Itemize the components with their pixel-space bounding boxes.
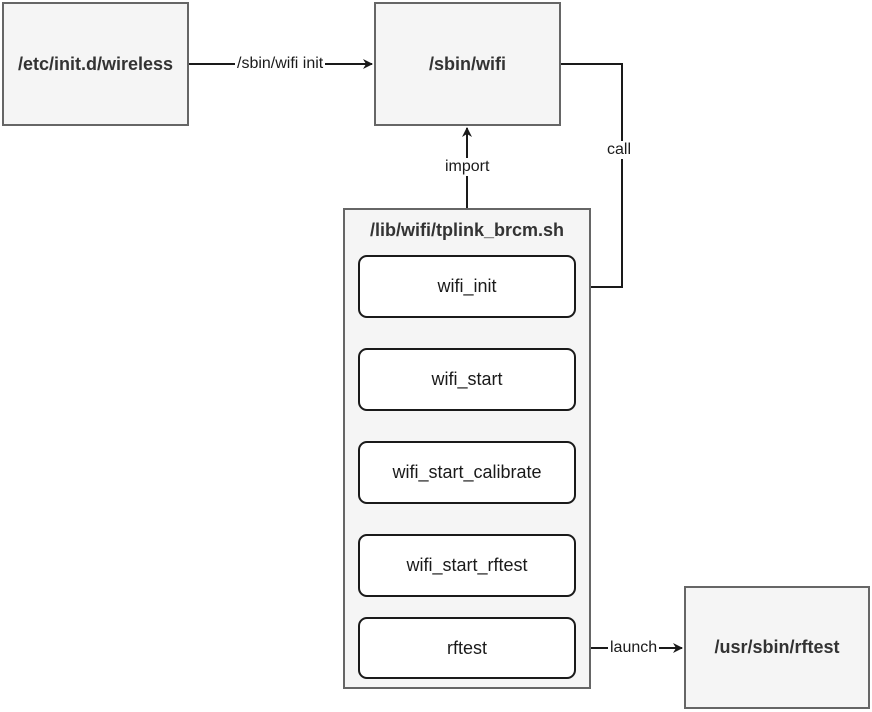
- container-title: /lib/wifi/tplink_brcm.sh: [369, 220, 565, 240]
- node-wifi-start-rftest-label: wifi_start_rftest: [406, 555, 528, 575]
- node-sbin-wifi-label: /sbin/wifi: [428, 53, 506, 74]
- node-wifi-start-label: wifi_start: [431, 369, 503, 389]
- node-wifi-init-label: wifi_init: [437, 276, 497, 296]
- node-wifi-start: wifi_start: [358, 348, 576, 411]
- node-sbin-wifi: /sbin/wifi: [374, 2, 561, 126]
- node-rftest-label: rftest: [446, 637, 487, 658]
- edge-call: [561, 63, 623, 292]
- node-wifi-start-rftest: wifi_start_rftest: [358, 534, 576, 597]
- node-usr-sbin-rftest: /usr/sbin/rftest: [684, 586, 870, 709]
- edge-launch-label: launch: [608, 639, 660, 657]
- node-wifi-start-calibrate-label: wifi_start_calibrate: [392, 462, 542, 482]
- node-rftest: rftest: [358, 617, 576, 679]
- node-usr-sbin-rftest-label: /usr/sbin/rftest: [714, 637, 840, 657]
- node-etc-init-wireless: /etc/init.d/wireless: [2, 2, 189, 126]
- edge-import-label: import: [443, 158, 492, 176]
- node-wifi-start-calibrate: wifi_start_calibrate: [358, 441, 576, 504]
- node-etc-init-wireless-label: /etc/init.d/wireless: [17, 53, 174, 74]
- edge-init-label: /sbin/wifi init: [235, 55, 326, 73]
- edge-call-label: call: [605, 141, 634, 159]
- node-wifi-init: wifi_init: [358, 255, 576, 318]
